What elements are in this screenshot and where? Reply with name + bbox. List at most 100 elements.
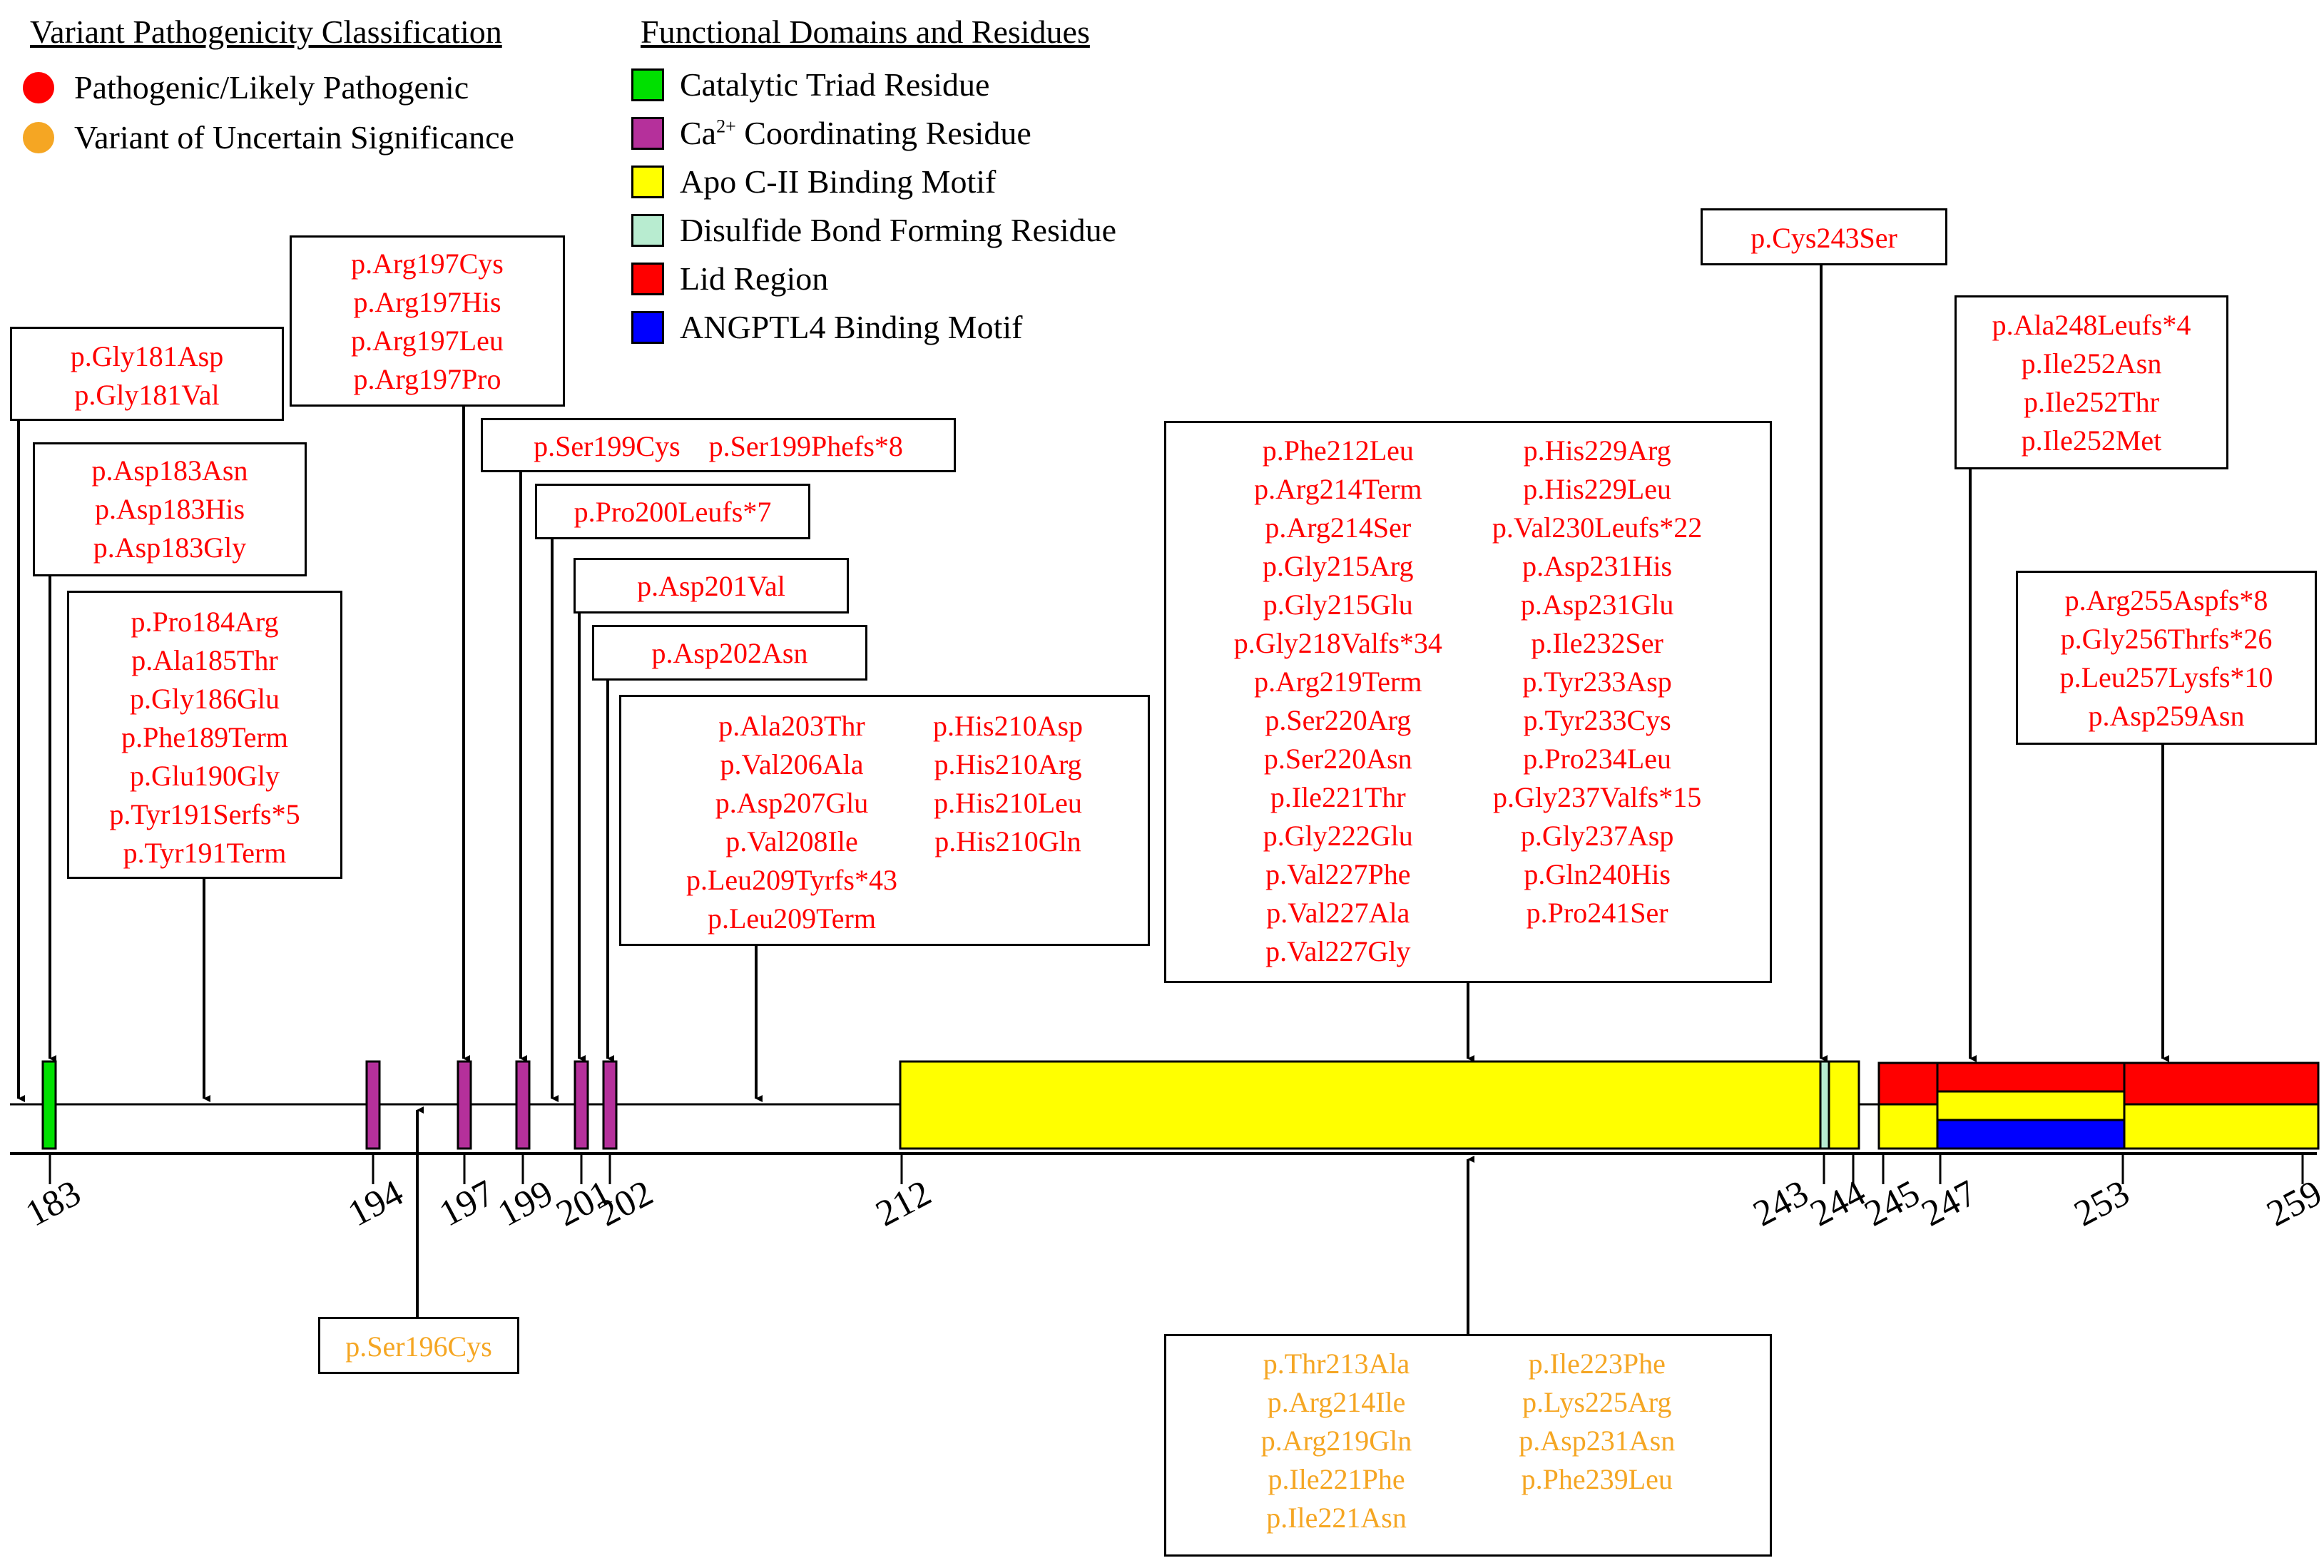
variant-label: p.Leu209Tyrfs*43 [686,864,897,896]
tick-label-259: 259 [2261,1173,2324,1235]
legend-pathogenic-label: Pathogenic/Likely Pathogenic [74,69,469,106]
variant-label: p.Gly218Valfs*34 [1233,627,1442,659]
ca-suffix: Coordinating Residue [735,115,1031,151]
lid-region-247-253 [1936,1062,2126,1093]
variant-label: p.Arg255Aspfs*8 [2064,584,2268,616]
variant-list: p.Arg197Cys p.Arg197His p.Arg197Leu p.Ar… [351,245,504,399]
variant-box-181: p.Gly181Asp p.Gly181Val [10,327,284,421]
tick-label-197: 197 [433,1173,501,1235]
variant-label: p.Asp231Glu [1520,589,1674,621]
variant-box-200: p.Pro200Leufs*7 [535,484,810,539]
legend-disulfide: Disulfide Bond Forming Residue [631,211,1116,249]
legend-lid: Lid Region [631,260,828,297]
ca-residue-201 [574,1060,589,1150]
ca-residue-197 [457,1060,472,1150]
variant-label: p.Ile252Thr [2024,386,2159,418]
variant-box-203: p.Ala203Thr p.Val206Ala p.Asp207Glu p.Va… [619,695,1150,946]
ca-residue-202 [602,1060,618,1150]
variant-label: p.Val227Ala [1266,897,1410,929]
legend-apoc: Apo C-II Binding Motif [631,163,996,200]
variant-label: p.Phe239Leu [1521,1463,1673,1495]
variant-box-212: p.Phe212Leu p.Arg214Term p.Arg214Ser p.G… [1164,421,1772,983]
apoc-motif-245-247 [1877,1103,1939,1150]
apoc-motif-212-243 [899,1060,1822,1150]
variant-label: p.Ile221Phe [1268,1463,1405,1495]
variant-label: p.Gly222Glu [1263,820,1413,852]
legend-pathogenic: Pathogenic/Likely Pathogenic [23,68,469,106]
apoc-motif-244 [1828,1060,1860,1150]
variant-label: p.Asp202Asn [651,637,808,669]
variant-label: p.His210Gln [934,825,1081,857]
variant-label: p.Pro200Leufs*7 [574,496,772,528]
variant-label: p.Asp207Glu [715,787,869,819]
variant-label: p.Lys225Arg [1522,1386,1672,1418]
variant-label: p.Ile223Phe [1528,1348,1666,1380]
vus-box-196: p.Ser196Cys [318,1317,519,1374]
variant-label: p.Arg219Term [1254,666,1422,698]
variant-label: p.Glu190Gly [129,760,280,792]
legend-catalytic: Catalytic Triad Residue [631,66,989,103]
variant-label: p.Ile221Thr [1270,781,1406,813]
legend-angptl4: ANGPTL4 Binding Motif [631,308,1022,346]
legend-ca-label: Ca2+ Coordinating Residue [680,114,1031,152]
variant-label: p.Ile221Asn [1266,1502,1407,1534]
legend-ca: Ca2+ Coordinating Residue [631,114,1031,152]
variant-label: p.Tyr191Serfs*5 [109,798,300,830]
variant-label: p.Leu209Term [707,902,876,935]
variant-label: p.Pro184Arg [131,606,279,638]
variant-list: p.Ala248Leufs*4 p.Ile252Asn p.Ile252Thr … [1992,306,2191,460]
variant-label: p.Arg197Pro [353,363,501,395]
variant-list: p.Ala203Thr p.Val206Ala p.Asp207Glu p.Va… [686,707,897,938]
lid-region-253-259 [2123,1062,2320,1106]
variant-box-201: p.Asp201Val [574,558,849,614]
legend-disulfide-label: Disulfide Bond Forming Residue [680,212,1117,248]
variant-label: p.Ile252Met [2021,424,2162,457]
variant-label: p.Ala203Thr [718,710,865,742]
variant-label: p.Arg214Ser [1265,511,1412,544]
variant-label: p.Pro234Leu [1523,743,1671,775]
tick-marks [49,1154,2304,1184]
variant-label: p.Asp259Asn [2088,700,2245,732]
tick-label-243: 243 [1747,1173,1815,1235]
variant-label: p.Arg197Leu [351,325,504,357]
domains-legend-title: Functional Domains and Residues [641,14,1090,50]
tick-label-245: 245 [1858,1173,1927,1235]
variant-label: p.Val208Ile [725,825,858,857]
variant-label: p.Tyr191Term [123,837,287,869]
variant-label: p.Asp183Asn [91,454,248,487]
variant-box-243: p.Cys243Ser [1701,208,1947,265]
ca-residue-194 [365,1060,381,1150]
variant-box-184: p.Pro184Arg p.Ala185Thr p.Gly186Glu p.Ph… [67,591,342,879]
variant-label: p.Phe212Leu [1262,434,1414,467]
variant-label: p.Val227Phe [1265,858,1411,890]
variant-label: p.Arg214Term [1254,473,1422,505]
variant-list: p.Asp183Asn p.Asp183His p.Asp183Gly [92,452,248,567]
variant-label: p.Gly215Arg [1263,550,1414,582]
legend-angptl4-label: ANGPTL4 Binding Motif [680,309,1023,345]
tick-label-183: 183 [19,1173,88,1235]
variant-label: p.Ser199Cys [534,430,681,462]
variant-label: p.Val227Gly [1265,935,1411,967]
lid-swatch-icon [631,262,664,295]
apoc-motif-247-253 [1936,1090,2126,1121]
angptl4-motif-247-253 [1936,1119,2126,1150]
variant-label: p.Arg197Cys [351,248,504,280]
variant-label: p.Ala185Thr [131,644,278,676]
legend-catalytic-label: Catalytic Triad Residue [680,66,990,103]
tick-label-253: 253 [2068,1173,2136,1235]
variant-label: p.Gly237Asp [1520,820,1674,852]
disulfide-swatch-icon [631,213,664,247]
vus-box-213: p.Thr213Ala p.Arg214Ile p.Arg219Gln p.Il… [1164,1334,1772,1557]
variant-box-199: p.Ser199Cys p.Ser199Phefs*8 [481,418,956,472]
variant-label: p.Gln240His [1524,858,1671,890]
pathogenic-dot-icon [23,71,54,103]
ca-swatch-icon [631,116,664,150]
variant-label: p.Ile232Ser [1531,627,1663,659]
pathogenicity-legend-title: Variant Pathogenicity Classification [30,14,502,50]
disulfide-residue-243 [1819,1060,1830,1150]
variant-box-183: p.Asp183Asn p.Asp183His p.Asp183Gly [33,442,307,576]
legend-vus: Variant of Uncertain Significance [23,118,514,156]
variant-label: p.His229Arg [1523,434,1671,467]
variant-box-248: p.Ala248Leufs*4 p.Ile252Asn p.Ile252Thr … [1954,295,2228,469]
